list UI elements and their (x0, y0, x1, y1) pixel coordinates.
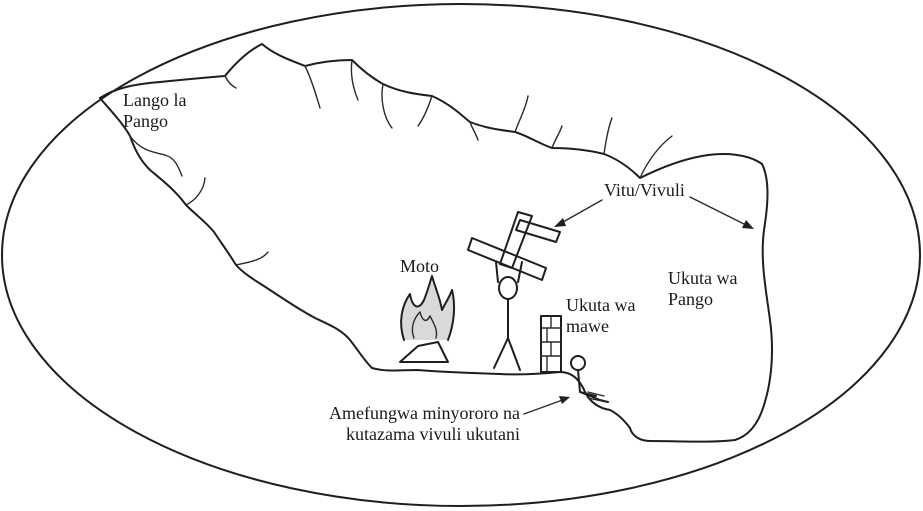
label-cave-entrance-line2: Pango (123, 111, 186, 132)
crack-5 (305, 66, 320, 108)
crack-1 (130, 136, 182, 176)
crack-11 (515, 96, 528, 132)
arrow-to-prisoner-head (559, 396, 570, 404)
crack-13 (640, 136, 672, 178)
fire-base (400, 342, 448, 362)
label-cave-wall-line2: Pango (668, 289, 737, 310)
arrow-to-wall-head (742, 220, 754, 229)
label-objects-shadows: Vitu/Vivuli (604, 180, 685, 201)
crack-4 (225, 76, 236, 88)
person-legs (494, 338, 520, 370)
crack-9 (552, 126, 562, 148)
crack-12 (418, 96, 432, 126)
prisoner-head (571, 356, 585, 370)
person-head (499, 277, 517, 299)
crack-7 (382, 84, 392, 128)
crack-3 (236, 252, 268, 265)
arrow-to-objects-head (554, 218, 566, 227)
label-cave-wall-line1: Ukuta wa (668, 268, 737, 289)
label-stone-wall-line2: mawe (566, 316, 635, 337)
label-prisoner: Amefungwa minyororo na kutazama vivuli u… (280, 403, 520, 445)
fire-flames (401, 276, 454, 340)
label-cave-entrance-line1: Lango la (123, 90, 186, 111)
label-stone-wall-line1: Ukuta wa (566, 295, 635, 316)
label-prisoner-line2: kutazama vivuli ukutani (280, 424, 520, 445)
crack-10 (604, 118, 612, 154)
label-cave-entrance: Lango la Pango (123, 90, 186, 132)
label-cave-wall: Ukuta wa Pango (668, 268, 737, 310)
stone-wall-bricks (541, 316, 561, 372)
arrow-to-wall (690, 197, 752, 228)
label-fire: Moto (400, 256, 439, 277)
label-prisoner-line1: Amefungwa minyororo na (280, 403, 520, 424)
cave-ceiling-outline (100, 44, 762, 178)
crack-2 (186, 178, 205, 205)
label-stone-wall: Ukuta wa mawe (566, 295, 635, 337)
